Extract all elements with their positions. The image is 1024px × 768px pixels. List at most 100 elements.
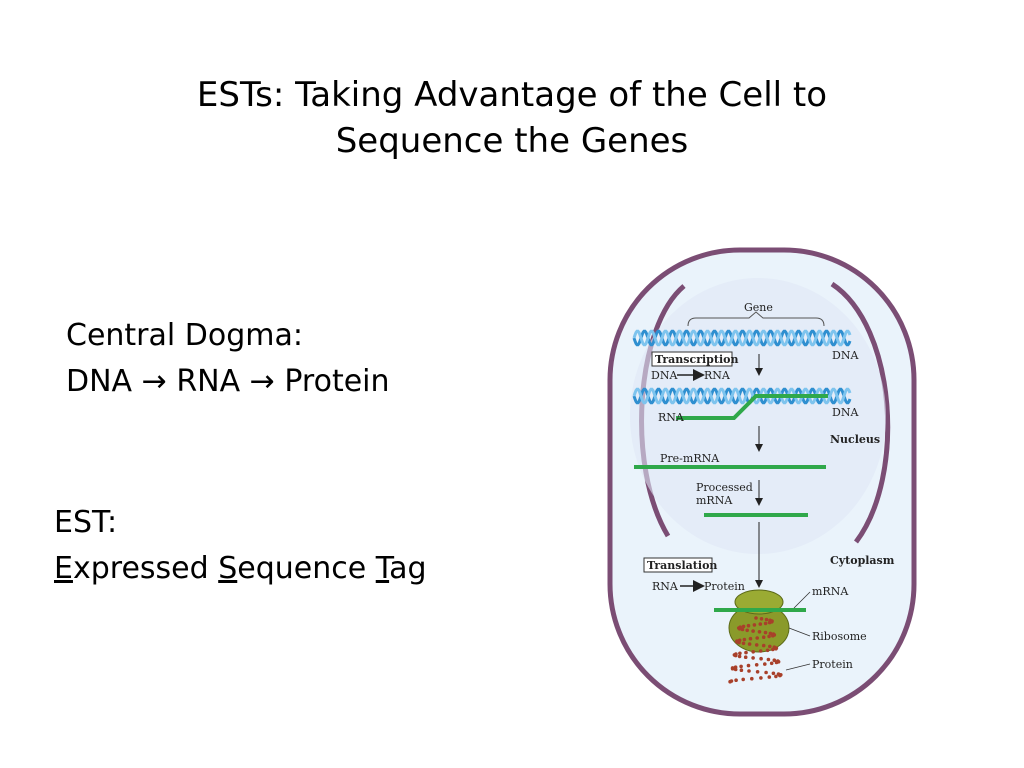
title-line-2: Sequence the Genes	[335, 121, 689, 161]
protein-bead	[759, 656, 763, 661]
protein-bead	[740, 627, 745, 632]
est-expansion: Expressed Sequence Tag	[54, 546, 427, 592]
protein-bead	[763, 621, 768, 626]
dogma-flow: DNA → RNA → Protein	[66, 359, 390, 405]
protein-leader	[785, 663, 811, 671]
protein-bead	[755, 636, 759, 640]
dogma-arrow-2: →	[249, 364, 275, 399]
protein-bead	[768, 631, 773, 636]
pre-mrna-strand	[634, 465, 826, 469]
protein-bead	[771, 671, 776, 676]
est-letter-e: E	[54, 551, 73, 586]
central-dogma-cell-diagram: Gene DNA Transcription DNA RNA RNA DNA N…	[607, 247, 917, 717]
title-line-1: ESTs: Taking Advantage of the Cell to	[196, 75, 828, 115]
protein-bead	[754, 663, 759, 667]
nascent-rna-strand	[676, 394, 828, 420]
est-letter-s: S	[218, 551, 238, 586]
protein-bead	[741, 624, 746, 629]
protein-label: Protein	[812, 658, 853, 671]
protein-bead	[741, 641, 746, 646]
est-word-e: xpressed	[72, 551, 219, 586]
translation-to: Protein	[704, 580, 745, 593]
protein-bead	[751, 650, 755, 654]
protein-bead	[758, 622, 763, 626]
protein-bead	[761, 643, 766, 648]
protein-bead	[774, 674, 778, 679]
protein-bead	[764, 617, 769, 622]
dogma-dna: DNA	[66, 364, 133, 399]
est-word-s: equence	[237, 551, 376, 586]
protein-bead	[771, 647, 775, 652]
protein-bead	[754, 616, 758, 620]
protein-bead	[765, 648, 770, 653]
protein-bead	[763, 662, 767, 666]
est-block: EST: Expressed Sequence Tag	[54, 500, 427, 592]
protein-bead	[758, 649, 763, 653]
nucleus-interior	[630, 278, 886, 554]
protein-bead	[742, 637, 747, 642]
slide-title: ESTs: Taking Advantage of the Cell to Se…	[0, 72, 1024, 164]
gene-label: Gene	[744, 301, 773, 314]
protein-bead	[767, 634, 771, 639]
protein-bead	[774, 646, 778, 651]
protein-bead	[754, 643, 759, 647]
protein-bead	[747, 669, 751, 673]
protein-bead	[746, 663, 751, 668]
protein-bead	[769, 661, 774, 666]
transcription-label: Transcription	[655, 353, 738, 366]
ribosome-label: Ribosome	[812, 630, 867, 643]
protein-bead	[759, 676, 763, 680]
protein-chain	[728, 616, 783, 684]
protein-bead	[764, 670, 768, 675]
processed-label-1: Processed	[696, 481, 753, 494]
transcription-to: RNA	[704, 369, 731, 382]
rna-label: RNA	[658, 411, 685, 424]
cytoplasm-label: Cytoplasm	[830, 554, 895, 567]
protein-bead	[738, 651, 742, 656]
protein-bead	[750, 676, 754, 681]
translation-label: Translation	[647, 559, 717, 572]
dogma-rna: RNA	[176, 364, 241, 399]
protein-bead	[757, 630, 762, 634]
protein-bead	[751, 656, 755, 660]
dogma-heading: Central Dogma:	[66, 318, 303, 353]
gene-bracket	[687, 311, 825, 327]
protein-bead	[752, 623, 757, 627]
protein-bead	[761, 635, 766, 639]
pre-mrna-label: Pre-mRNA	[660, 452, 720, 465]
nucleus-envelope-right	[830, 281, 891, 544]
central-dogma-block: Central Dogma: DNA → RNA → Protein	[66, 313, 390, 405]
dna-helix-transcribing	[632, 387, 852, 405]
transcription-from: DNA	[651, 369, 678, 382]
protein-bead	[778, 673, 782, 678]
transcription-box	[651, 351, 733, 367]
mrna-label: mRNA	[812, 585, 849, 598]
protein-bead	[737, 640, 741, 645]
dogma-arrow-1: →	[141, 364, 167, 399]
protein-bead	[747, 642, 752, 646]
processed-label-2: mRNA	[696, 494, 733, 507]
protein-bead	[739, 668, 744, 672]
protein-bead	[767, 620, 772, 625]
protein-bead	[746, 623, 751, 628]
protein-bead	[771, 633, 775, 638]
dna-label-2: DNA	[832, 406, 859, 419]
mrna-leader	[793, 591, 811, 609]
protein-bead	[730, 666, 735, 671]
nucleus-label: Nucleus	[830, 433, 880, 446]
protein-bead	[755, 670, 760, 674]
protein-bead	[733, 667, 738, 672]
dna-helix-gene	[632, 329, 852, 347]
protein-bead	[772, 658, 777, 662]
protein-bead	[766, 657, 771, 662]
protein-bead	[739, 664, 743, 669]
dogma-protein: Protein	[284, 364, 390, 399]
protein-bead	[737, 654, 742, 659]
protein-bead	[737, 627, 742, 631]
protein-bead	[743, 655, 748, 659]
processed-mrna-strand	[704, 513, 808, 517]
protein-bead	[774, 660, 779, 665]
est-word-t: ag	[389, 551, 427, 586]
protein-bead	[768, 644, 772, 649]
dna-label-1: DNA	[832, 349, 859, 362]
